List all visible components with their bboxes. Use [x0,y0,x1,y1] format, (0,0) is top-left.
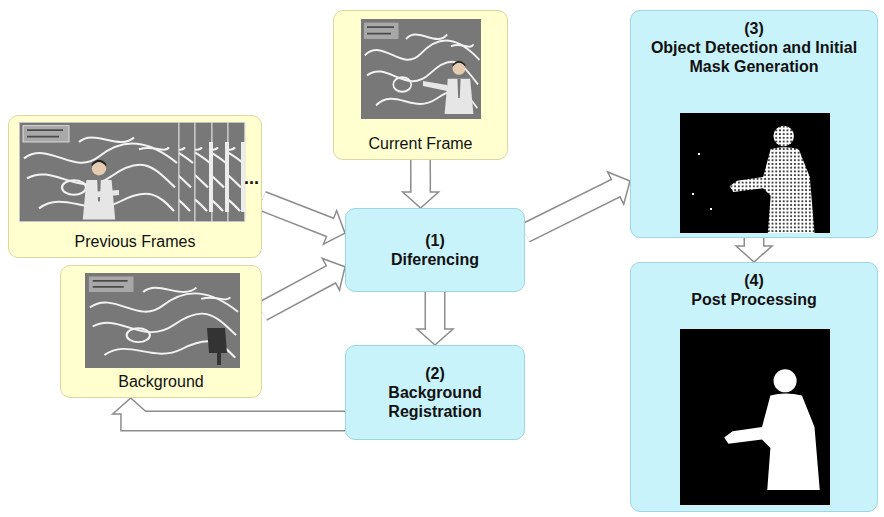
step-number: (4) [637,271,871,290]
final-mask-image [680,329,830,505]
arrow-body [745,238,763,248]
block-arrow [417,292,453,345]
step-number: (1) [352,231,518,250]
previous-frames-image [19,122,251,222]
box-label: Previous Frames [15,232,255,251]
arrow-body [412,160,430,194]
block-arrow [262,201,345,244]
text-block: Current Frame [334,134,507,153]
current-frame-image [361,19,481,119]
process-box: (3)Object Detection and Initial Mask Gen… [630,10,878,238]
arrow-head [403,192,439,208]
input-frames-box: Previous Frames [8,115,262,258]
background-box: Background [60,265,262,398]
box-label: Object Detection and Initial Mask Genera… [637,38,871,76]
box-label: Diferencing [352,250,518,269]
text-block: (2)Background Registration [346,346,524,439]
arrow-body [525,187,618,233]
text-block: (4)Post Processing [631,271,877,309]
arrow-body [262,273,333,311]
box-label: Current Frame [340,134,501,153]
text-block: (3)Object Detection and Initial Mask Gen… [631,19,877,77]
process-box: (1)Diferencing [345,208,525,292]
block-arrow [403,160,439,208]
initial-mask-image [680,113,830,233]
input-frame-box: Current Frame [333,10,508,160]
block-arrow [113,398,345,421]
ellipsis-mark: ... [244,168,259,189]
text-block: Background [61,372,261,391]
block-arrow [525,172,630,233]
arrow-head [417,329,453,345]
arrow-body [131,412,345,421]
arrow-body [262,201,332,228]
block-arrow [736,238,772,262]
text-block: (1)Diferencing [346,209,524,291]
box-label: Post Processing [637,290,871,309]
step-number: (2) [352,364,518,383]
process-box: (4)Post Processing [630,262,878,512]
arrow-body [426,292,444,331]
arrow-head [736,246,772,262]
arrow-head [113,398,149,414]
box-label: Background [67,372,255,391]
step-number: (3) [637,19,871,38]
box-label: Background Registration [352,383,518,421]
text-block: Previous Frames [9,232,261,251]
block-arrow [262,259,345,312]
process-box: (2)Background Registration [345,345,525,440]
background-image [85,273,240,368]
